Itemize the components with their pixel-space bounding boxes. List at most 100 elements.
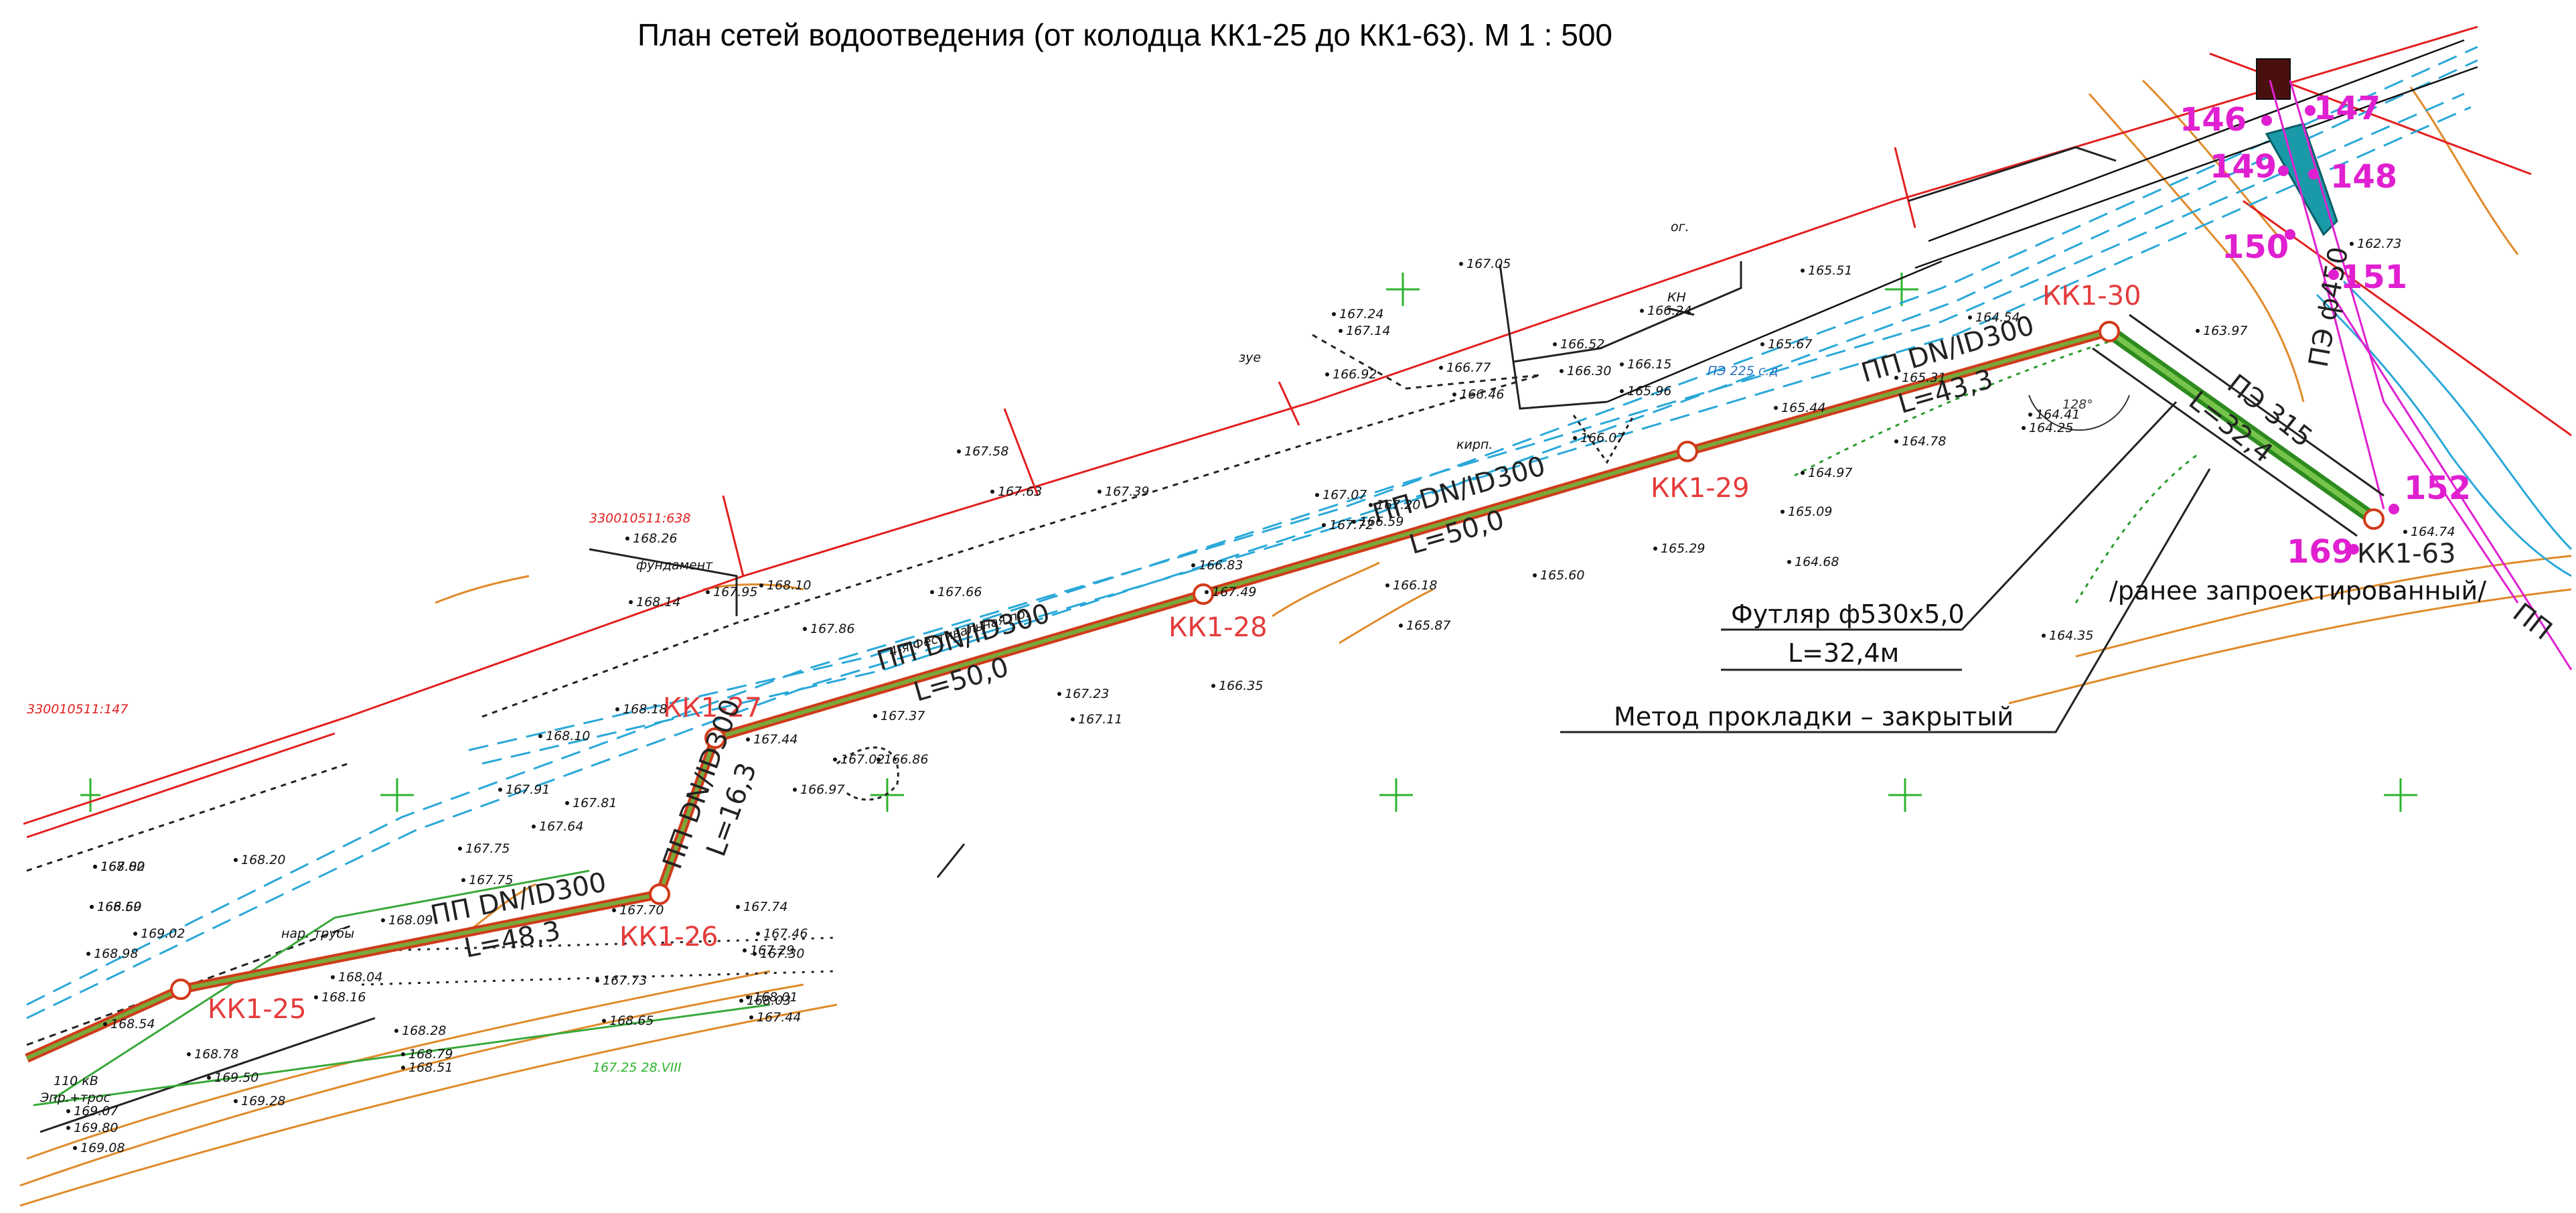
elevation-label: 168.01 <box>753 990 798 1005</box>
elevation-label: 168.04 <box>338 970 382 985</box>
earlier-designed-note: /ранее запроектированный/ <box>2109 576 2486 605</box>
pp-label-east: ПП <box>2507 597 2558 646</box>
elevation-label: 167.44 <box>753 732 798 747</box>
manhole-kk1-25 <box>170 979 192 1000</box>
elevation-label: 167.39 <box>1105 484 1149 499</box>
elevation-dot <box>66 1126 70 1130</box>
elevation-label: 167.24 <box>1339 307 1383 322</box>
manholes <box>170 321 2384 1000</box>
zue-label: зуе <box>1239 350 1261 365</box>
elevation-label: 165.51 <box>1808 263 1852 278</box>
elevation-dot <box>1399 624 1403 628</box>
elevation-label: 164.68 <box>1795 555 1839 569</box>
elevation-dot <box>532 825 536 829</box>
elevation-dot <box>1801 269 1805 273</box>
elevation-label: 169.28 <box>241 1094 285 1109</box>
elevation-label: 169.07 <box>74 1104 118 1119</box>
elevation-label: 167.44 <box>757 1010 801 1025</box>
elevation-label: 168.26 <box>633 531 677 546</box>
survey-points <box>2261 105 2399 555</box>
elevation-label: 166.24 <box>1647 303 1691 318</box>
angle-arc <box>2028 395 2130 431</box>
elevation-label: 167.74 <box>743 900 787 914</box>
elevation-label: 167.70 <box>619 903 664 918</box>
elevation-dot <box>401 1052 405 1056</box>
elevation-dot <box>1774 406 1778 410</box>
elevation-label: 167.05 <box>1466 257 1511 271</box>
elevation-dot <box>1097 490 1102 494</box>
elevation-dot <box>394 1029 398 1033</box>
casing-length-note: L=32,4м <box>1788 638 1899 668</box>
elevation-dot <box>207 1076 211 1080</box>
elevation-label: 167.23 <box>1065 687 1109 701</box>
elevation-dot <box>706 590 710 594</box>
elevation-label: 167.14 <box>1346 324 1390 338</box>
elevation-dot <box>749 1015 753 1019</box>
elevation-label: 168.80 <box>100 859 145 874</box>
elevation-label: 166.77 <box>1446 360 1491 375</box>
elevation-dot <box>930 590 934 594</box>
point-151: 151 <box>2340 259 2407 296</box>
elevation-dot <box>833 758 837 762</box>
foundation-label: фундамент <box>636 558 713 573</box>
elevation-dot <box>625 537 629 541</box>
elevation-label: 165.96 <box>1627 384 1671 399</box>
elevation-label: 164.35 <box>2049 628 2093 643</box>
elevation-label: 167.11 <box>1078 712 1122 727</box>
elevation-label: 167.49 <box>1212 585 1256 599</box>
elevation-dot <box>1894 439 1898 443</box>
elevation-label: 165.31 <box>1902 370 1946 385</box>
elevation-label: 165.09 <box>1788 504 1832 519</box>
elevation-label: 168.54 <box>110 1017 155 1031</box>
manhole-kk1-27 <box>704 727 726 749</box>
manhole-kk1-30 <box>2099 321 2120 342</box>
elevation-dot <box>331 975 335 979</box>
elevation-label: 168.65 <box>609 1013 654 1028</box>
elevation-dot <box>612 908 616 912</box>
elevation-dot <box>1640 309 1644 313</box>
elevation-dot <box>629 600 633 604</box>
elevation-dot <box>2403 530 2407 534</box>
elevation-dot <box>1385 583 1389 587</box>
elevation-label: 163.97 <box>2203 324 2247 338</box>
elevation-label: 166.59 <box>1359 514 1404 529</box>
elevation-dot <box>595 979 599 983</box>
elevation-dot <box>2196 329 2200 333</box>
cable-label: 110 кВ <box>54 1074 98 1088</box>
magenta-lines <box>2269 80 2573 670</box>
elevation-dot <box>743 948 747 952</box>
elevation-label: 166.35 <box>1219 679 1263 693</box>
og-label: ог. <box>1671 220 1689 234</box>
elevation-dot <box>458 847 462 851</box>
pipe-segment-3: ПП DN/ID300 L=50,0 <box>874 598 1053 708</box>
elevation-dot <box>756 932 760 936</box>
elevation-label: 167.86 <box>810 622 854 636</box>
elevation-label: 168.79 <box>408 1047 453 1062</box>
elevation-label: 168.50 <box>97 900 141 914</box>
elevation-dot <box>1894 376 1898 380</box>
elevation-dot <box>746 995 750 999</box>
elevation-label: 167.64 <box>539 819 583 834</box>
manhole-kk1-26 <box>649 883 670 905</box>
elevation-label: 168.20 <box>241 853 285 867</box>
elevation-dot <box>86 952 90 956</box>
manhole-kk1-28 <box>1193 583 1214 605</box>
elevation-dot <box>538 734 542 738</box>
elevation-label: 168.09 <box>388 913 433 928</box>
elevation-label: 167.29 <box>750 943 794 958</box>
elevation-label: 166.46 <box>1460 387 1504 402</box>
elevation-dot <box>1459 262 1463 266</box>
elevation-dot <box>615 707 619 711</box>
elevation-dot <box>1352 520 1356 524</box>
elevation-dot <box>187 1052 191 1056</box>
elevation-label: 164.78 <box>1902 434 1946 449</box>
elevation-label: 167.46 <box>763 926 808 941</box>
elevation-label: 167.72 <box>1329 518 1373 532</box>
cable-label-2: Эпр.+трос <box>40 1090 110 1105</box>
elevation-label: 168.16 <box>321 990 366 1005</box>
elevation-label: 166.18 <box>1393 578 1437 593</box>
manhole-kk1-63 <box>2363 508 2384 530</box>
elevation-label: 168.18 <box>623 702 667 717</box>
elevation-dot <box>1781 510 1785 514</box>
